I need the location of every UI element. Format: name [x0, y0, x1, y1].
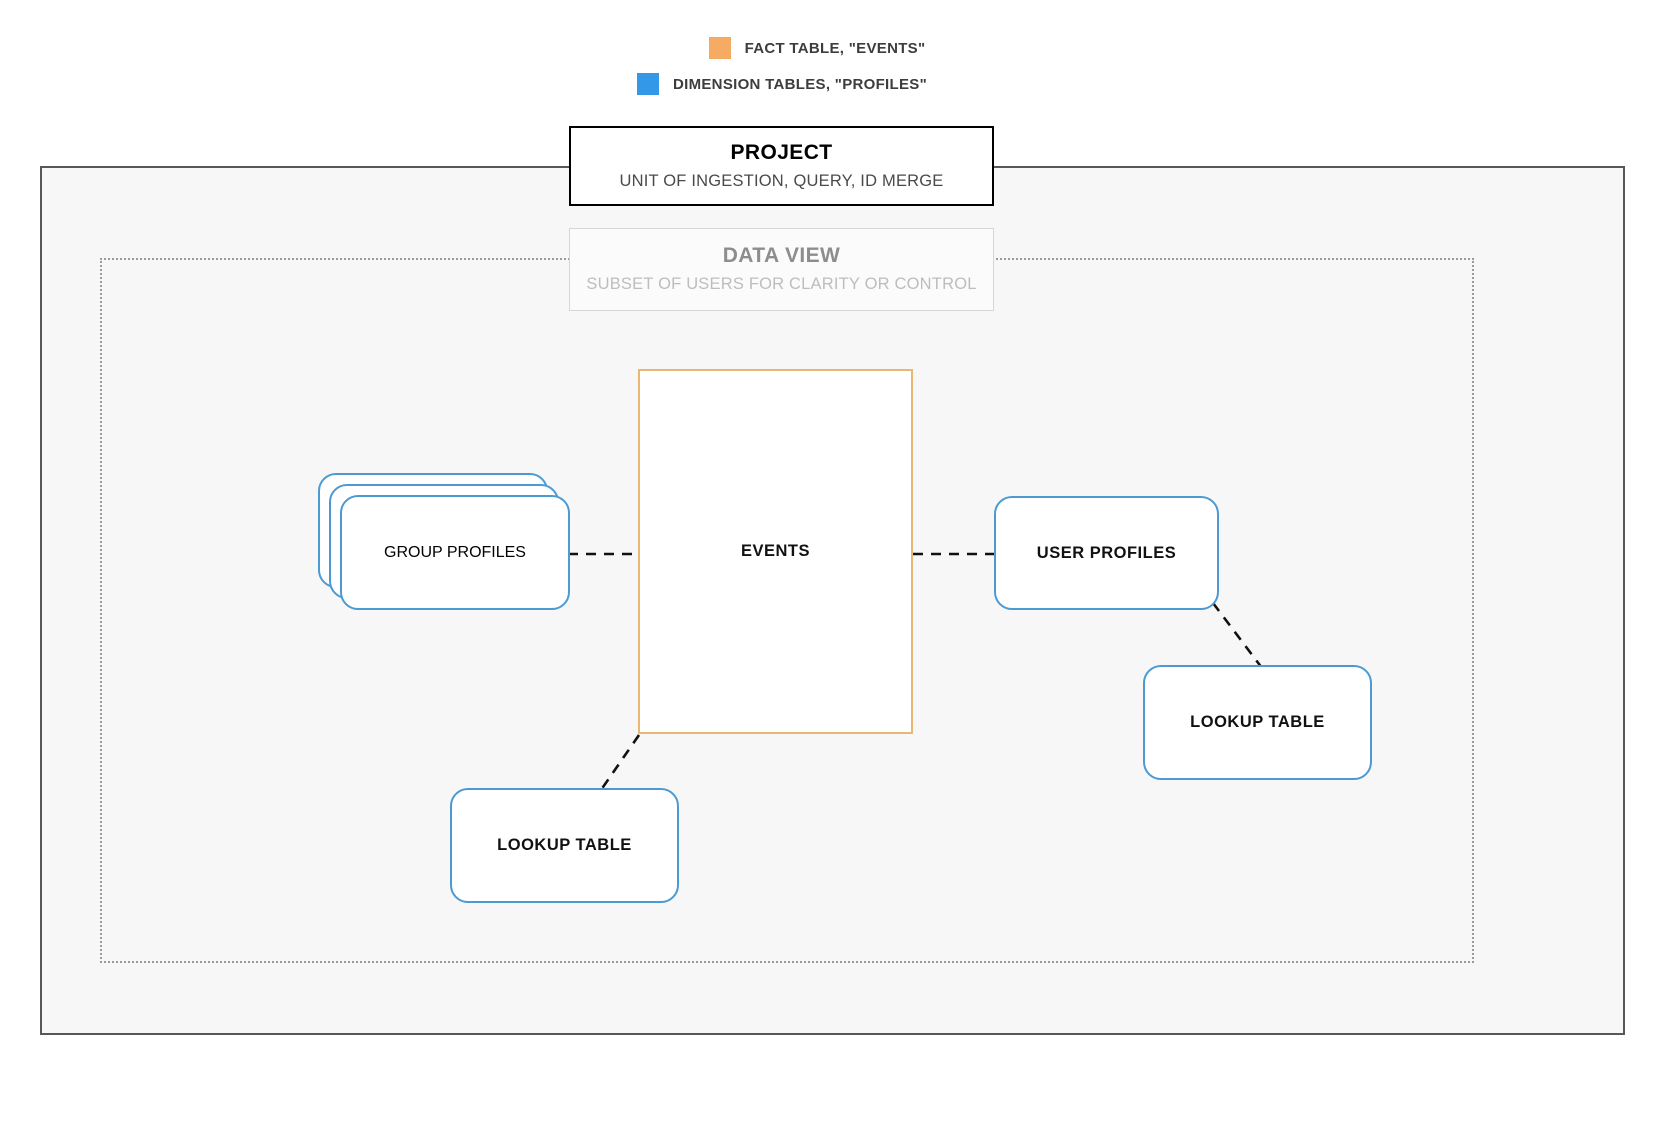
node-user-profiles-label: USER PROFILES — [1036, 543, 1177, 562]
node-lookup-table-left-label: LOOKUP TABLE — [497, 836, 632, 854]
legend-label-fact-table: FACT TABLE, "EVENTS" — [744, 39, 926, 57]
node-group-profiles[interactable]: GROUP PROFILES — [318, 473, 570, 610]
square-swatch-icon — [708, 37, 731, 59]
legend: FACT TABLE, "EVENTS" DIMENSION TABLES, "… — [0, 30, 1664, 102]
node-events[interactable]: EVENTS — [638, 369, 913, 734]
legend-label-dimension-tables: DIMENSION TABLES, "PROFILES" — [672, 75, 928, 93]
node-user-profiles[interactable]: USER PROFILES — [994, 496, 1219, 610]
node-group-profiles-label: GROUP PROFILES — [384, 543, 526, 561]
node-lookup-table-left[interactable]: LOOKUP TABLE — [450, 788, 679, 903]
node-lookup-table-right-label: LOOKUP TABLE — [1190, 713, 1325, 731]
legend-item-dimension-tables: DIMENSION TABLES, "PROFILES" — [0, 66, 1664, 102]
project-subtitle: UNIT OF INGESTION, QUERY, ID MERGE — [619, 171, 944, 190]
data-view-subtitle: SUBSET OF USERS FOR CLARITY OR CONTROL — [586, 275, 977, 294]
project-label-box: PROJECT UNIT OF INGESTION, QUERY, ID MER… — [569, 126, 994, 206]
data-view-label-box: DATA VIEW SUBSET OF USERS FOR CLARITY OR… — [569, 228, 994, 311]
project-title: PROJECT — [730, 140, 833, 164]
square-swatch-icon — [636, 73, 659, 95]
legend-item-fact-table: FACT TABLE, "EVENTS" — [0, 30, 1664, 66]
group-profiles-card-front[interactable]: GROUP PROFILES — [340, 495, 570, 610]
node-events-label: EVENTS — [740, 542, 811, 560]
node-lookup-table-right[interactable]: LOOKUP TABLE — [1143, 665, 1372, 780]
data-view-title: DATA VIEW — [722, 244, 841, 268]
